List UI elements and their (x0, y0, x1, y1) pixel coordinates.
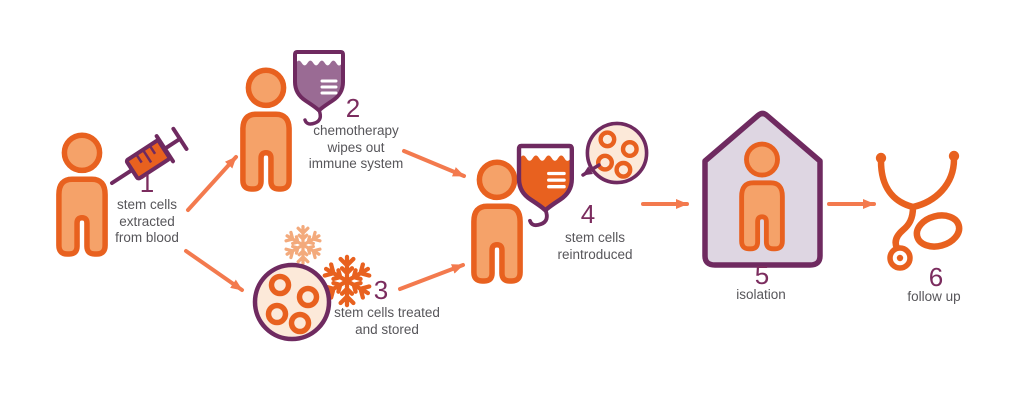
person-icon-step1 (59, 135, 105, 254)
arrow-dish-to-bag (581, 163, 601, 177)
syringe-icon (110, 126, 189, 185)
stethoscope-icon (875, 150, 963, 271)
step-4-number: 4 (580, 199, 596, 229)
arrow-step3-to-step4 (398, 263, 465, 291)
iv-bag-chemo-icon (293, 50, 345, 126)
arrow-step2-to-step4 (402, 149, 466, 178)
step-1-label: stem cells extracted from blood (115, 197, 179, 245)
step-1-number: 1 (139, 168, 155, 198)
step-3-number: 3 (373, 275, 389, 305)
petri-dish-icon-step4 (587, 123, 646, 182)
step-6-number: 6 (928, 262, 944, 292)
step-2-number: 2 (345, 93, 361, 123)
house-icon (702, 110, 823, 268)
step-4-label: stem cells reintroduced (557, 230, 633, 262)
step-3-label: stem cells treated and stored (334, 305, 440, 337)
arrow-step1-to-step2 (186, 155, 238, 212)
step-5-label: isolation (736, 287, 786, 302)
petri-dish-icon-step3 (255, 265, 329, 339)
step-2-label: chemotherapy wipes out immune system (308, 123, 404, 171)
snowflake-small-icon (283, 225, 323, 265)
iv-bag-stemcell-icon (519, 146, 572, 228)
person-icon-step2 (243, 70, 289, 189)
person-icon-step4 (474, 162, 520, 281)
step-5-number: 5 (754, 260, 770, 290)
arrow-step1-to-step3 (184, 249, 244, 292)
step-6-label: follow up (907, 289, 961, 304)
